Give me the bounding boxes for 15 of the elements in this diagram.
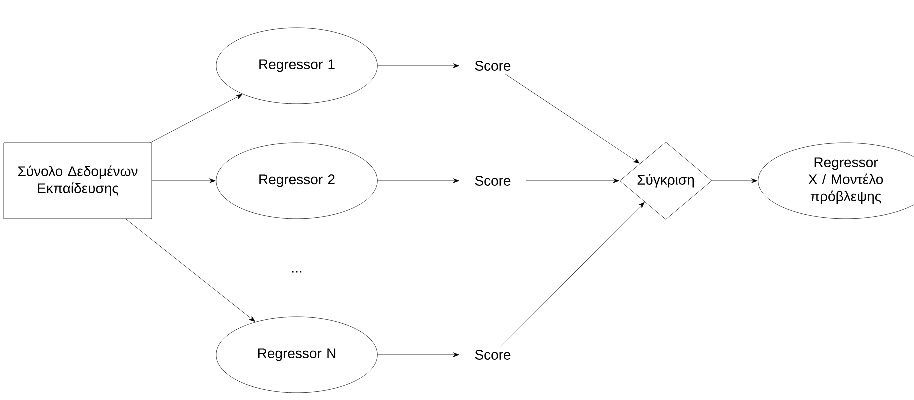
arrow [152,178,216,184]
arrow [505,74,640,164]
arrow [500,202,645,348]
arrow [378,352,460,358]
ellipsis-text: ... [292,271,302,273]
arrow [150,94,243,143]
score-text: Score [475,176,511,186]
arrow [378,178,460,184]
score-text: Score [475,350,511,360]
arrow [126,219,256,322]
score-text: Score [475,61,511,71]
arrow [712,178,758,184]
data-box: Σύνολο Δεδομένων Εκπαίδευσης [4,142,152,220]
arrow [378,64,460,68]
arrow [526,178,620,184]
